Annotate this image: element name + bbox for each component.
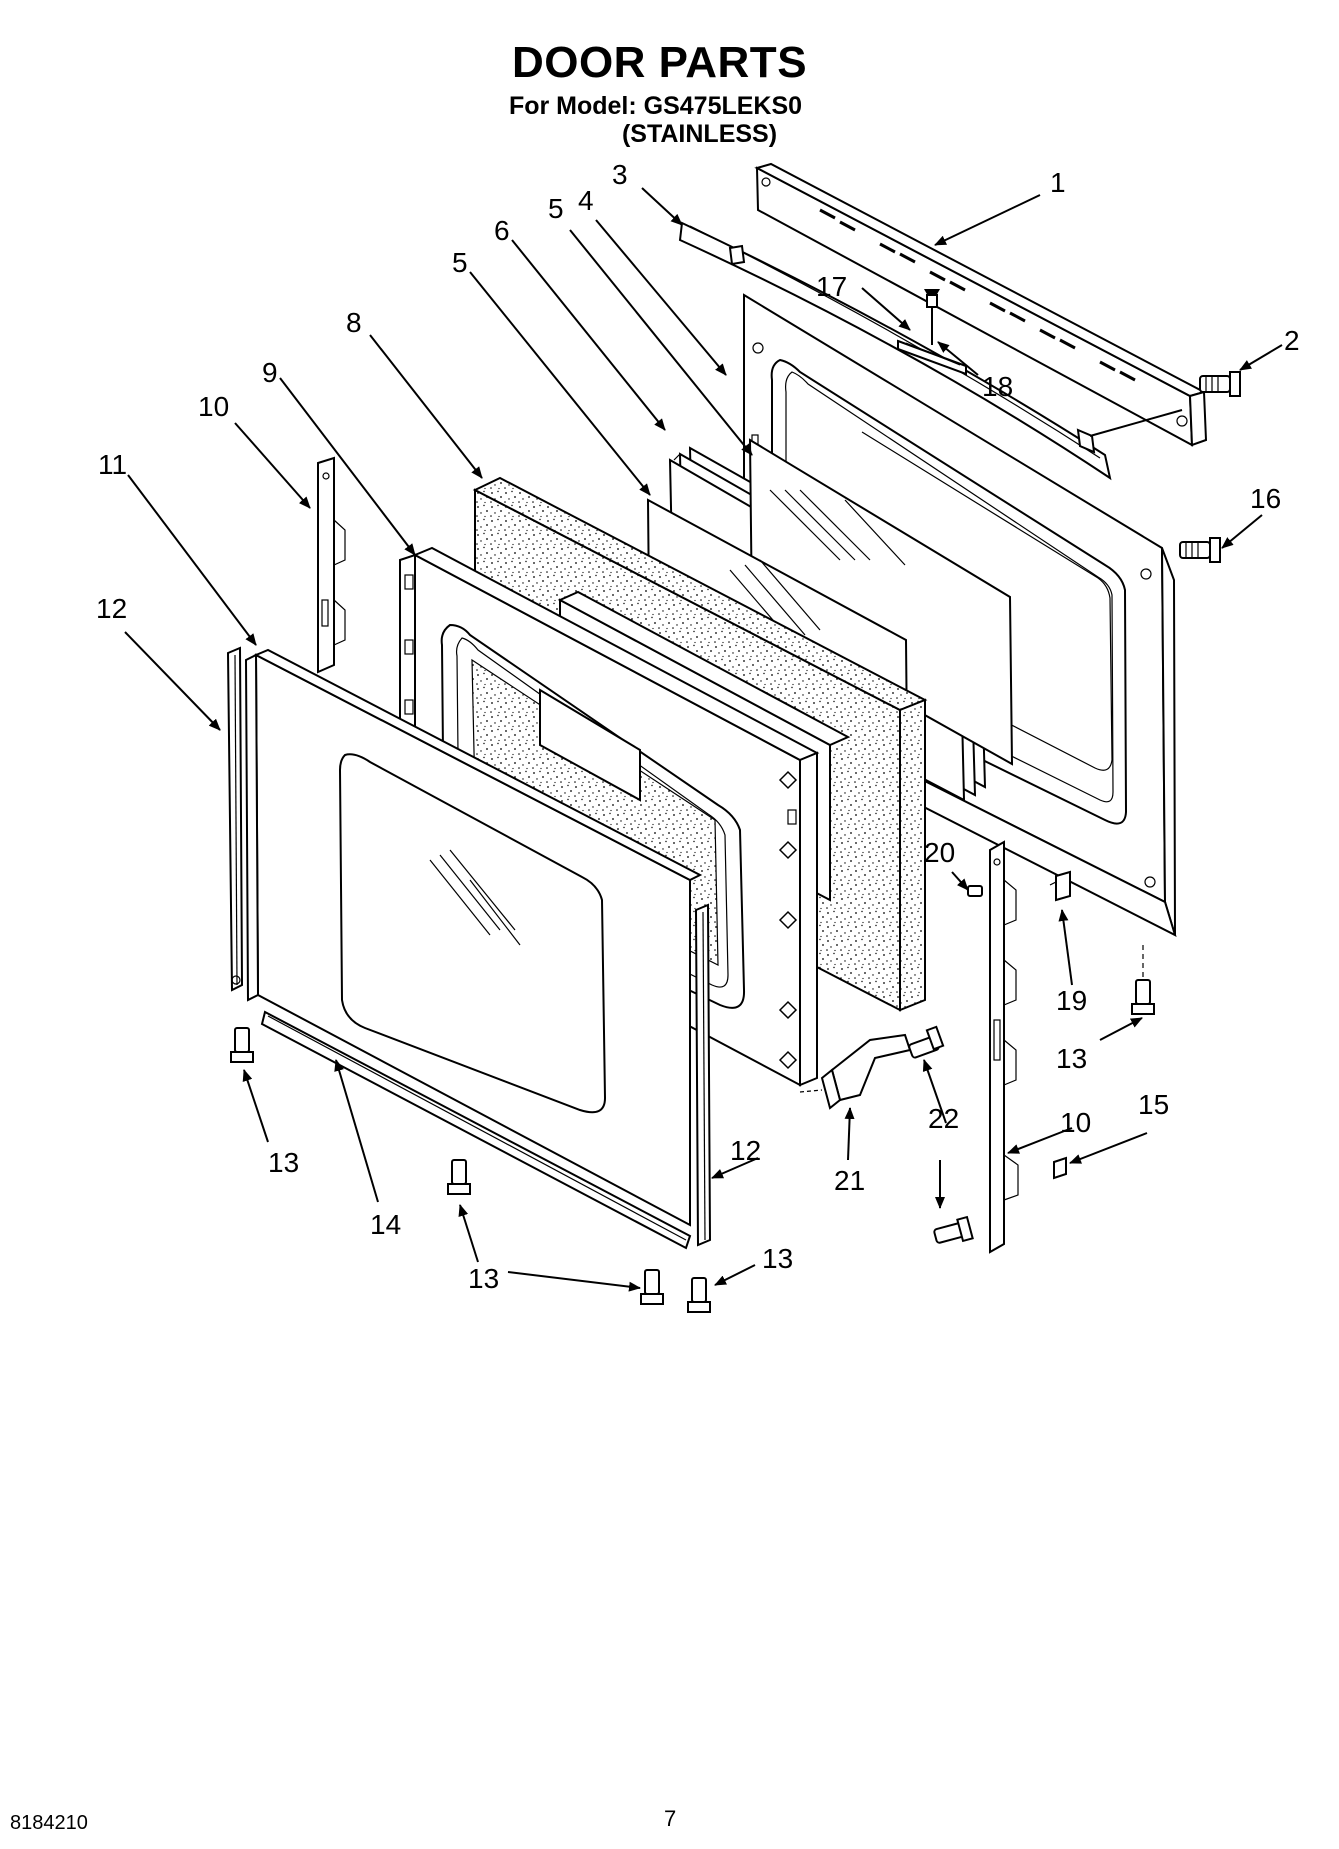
callout-17: 17 xyxy=(816,271,847,302)
callout-21: 21 xyxy=(834,1165,865,1196)
part-clip-15 xyxy=(1053,1156,1067,1180)
callout-13c: 13 xyxy=(468,1263,499,1294)
callout-5b: 5 xyxy=(452,247,468,278)
callout-13a: 13 xyxy=(268,1147,299,1178)
callout-16: 16 xyxy=(1250,483,1281,514)
part-door-handle xyxy=(678,221,1183,481)
callout-10a: 10 xyxy=(198,391,229,422)
part-bottom-trim xyxy=(260,1010,692,1250)
model-variant: (STAINLESS) xyxy=(621,120,778,148)
part-side-trim-right xyxy=(694,903,712,1247)
part-hinge-channel-right xyxy=(989,840,1019,1254)
callout-4: 4 xyxy=(578,185,594,216)
callout-22: 22 xyxy=(928,1103,959,1134)
part-hinge-channel-left xyxy=(317,456,346,674)
callout-5a: 5 xyxy=(548,193,564,224)
callout-10b: 10 xyxy=(1060,1107,1091,1138)
callout-13b: 13 xyxy=(1056,1043,1087,1074)
model-line: For Model: GS475LEKS0 xyxy=(508,92,803,120)
callout-3: 3 xyxy=(612,159,628,190)
part-outer-door-panel xyxy=(244,648,703,1227)
callout-19: 19 xyxy=(1056,985,1087,1016)
document-number: 8184210 xyxy=(10,1812,88,1834)
page-title: DOOR PARTS xyxy=(511,38,808,87)
part-side-trim-left xyxy=(226,646,244,992)
page-number: 7 xyxy=(664,1806,677,1831)
callout-15: 15 xyxy=(1138,1089,1169,1120)
part-screw-22b xyxy=(933,1215,974,1244)
part-clip-19 xyxy=(1049,870,1071,902)
callout-6: 6 xyxy=(494,215,510,246)
callout-8: 8 xyxy=(346,307,362,338)
part-hinge-bracket xyxy=(799,1033,912,1110)
callout-1: 1 xyxy=(1050,167,1066,198)
callout-18: 18 xyxy=(982,371,1013,402)
callout-13d: 13 xyxy=(762,1243,793,1274)
part-screw-13b xyxy=(447,1159,471,1195)
callout-11: 11 xyxy=(98,449,127,480)
callout-20: 20 xyxy=(924,837,955,868)
part-screw-13d xyxy=(687,1277,711,1313)
callout-2: 2 xyxy=(1284,325,1300,356)
callout-14: 14 xyxy=(370,1209,401,1240)
part-screw-20 xyxy=(967,885,983,897)
callout-12a: 12 xyxy=(96,593,127,624)
part-screw-2 xyxy=(1199,371,1241,397)
part-screw-22 xyxy=(908,1025,945,1059)
part-handle-bracket xyxy=(897,289,967,376)
callout-labels: 1 2 3 4 5 5 6 8 9 10 10 11 12 12 13 13 1… xyxy=(96,159,1300,1294)
leader-lines xyxy=(124,187,1283,1292)
part-screw-13c xyxy=(640,1269,664,1305)
part-screw-13e xyxy=(1131,945,1155,1015)
callout-12b: 12 xyxy=(730,1135,761,1166)
part-screw-16 xyxy=(1179,537,1221,563)
part-screw-13a xyxy=(230,1027,254,1063)
callout-9: 9 xyxy=(262,357,278,388)
